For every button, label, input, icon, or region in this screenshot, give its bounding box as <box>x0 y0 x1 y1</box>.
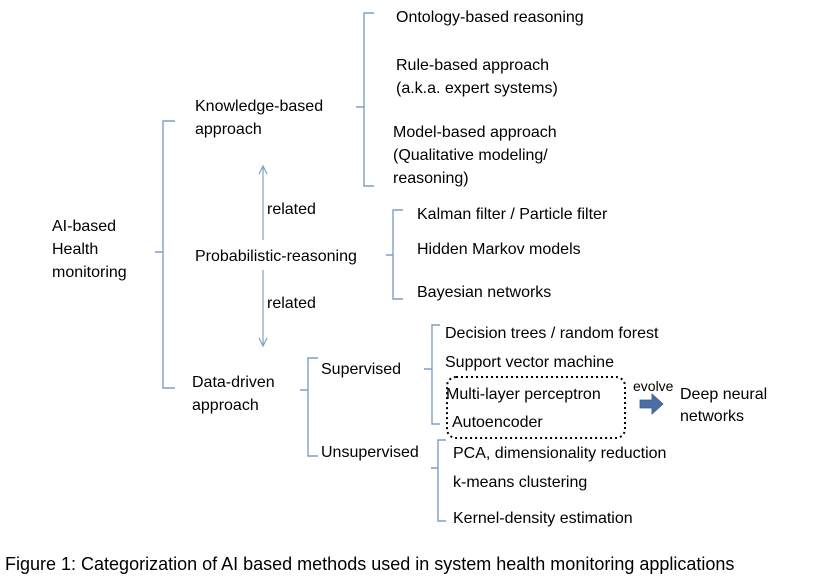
ontology-method: Ontology-based reasoning <box>396 9 584 26</box>
trees-method: Decision trees / random forest <box>445 325 659 342</box>
related-label-lower: related <box>267 295 316 312</box>
probabilistic-label: Probabilistic-reasoning <box>195 248 357 265</box>
root-label-line3: monitoring <box>52 264 127 281</box>
pca-method: PCA, dimensionality reduction <box>453 445 667 462</box>
datadriven-label-line1: Data-driven <box>192 374 275 391</box>
hmm-method: Hidden Markov models <box>417 241 581 258</box>
unsupervised-label: Unsupervised <box>321 444 419 461</box>
model-method-line1: Model-based approach <box>393 124 557 141</box>
autoencoder-method: Autoencoder <box>452 414 543 431</box>
knowledge-label-line2: approach <box>195 121 262 138</box>
model-method-line3: reasoning) <box>393 170 469 187</box>
knowledge-bracket <box>356 12 374 187</box>
datadriven-bracket <box>300 357 318 457</box>
bayes-method: Bayesian networks <box>417 284 552 301</box>
rule-method-line2: (a.k.a. expert systems) <box>396 80 558 97</box>
kmeans-method: k-means clustering <box>453 474 588 491</box>
evolve-arrow <box>639 393 664 415</box>
probabilistic-bracket <box>386 209 403 300</box>
root-bracket <box>155 120 175 389</box>
rule-method-line1: Rule-based approach <box>396 57 549 74</box>
related-arrow-down-head <box>258 337 268 348</box>
neural-group-box <box>446 376 626 439</box>
related-label-upper: related <box>267 201 316 218</box>
model-method-line2: (Qualitative modeling/ <box>393 147 548 164</box>
datadriven-label-line2: approach <box>192 397 259 414</box>
evolve-label: evolve <box>633 378 674 394</box>
kde-method: Kernel-density estimation <box>453 510 633 527</box>
related-arrow-up-head <box>258 164 268 175</box>
svm-method: Support vector machine <box>445 354 614 371</box>
figure-caption: Figure 1: Categorization of AI based met… <box>5 554 735 574</box>
supervised-label: Supervised <box>321 361 402 378</box>
dnn-label-line2: networks <box>680 408 745 425</box>
kalman-method: Kalman filter / Particle filter <box>417 206 608 223</box>
root-label-line1: AI-based <box>52 218 117 235</box>
dnn-label-line1: Deep neural <box>680 386 768 403</box>
unsupervised-bracket <box>431 439 446 522</box>
root-label-line2: Health <box>52 241 99 258</box>
supervised-bracket <box>424 324 440 425</box>
mlp-method: Multi-layer perceptron <box>446 386 601 403</box>
knowledge-label-line1: Knowledge-based <box>195 98 324 115</box>
